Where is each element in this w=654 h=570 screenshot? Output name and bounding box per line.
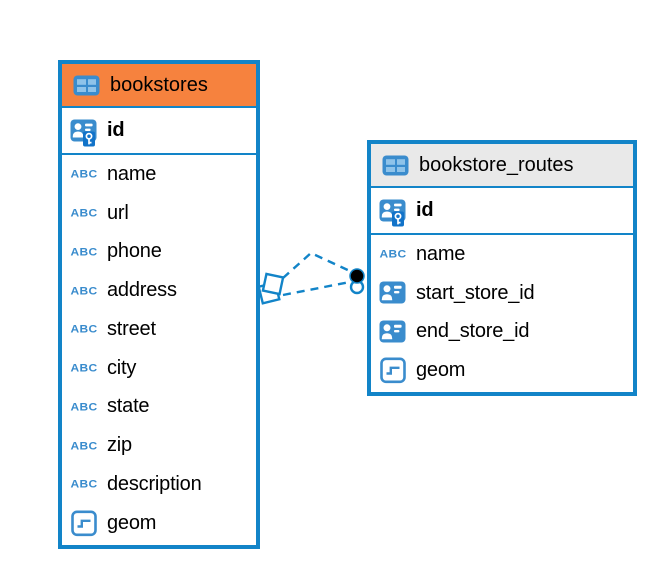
column-row[interactable]: ABC zip (62, 426, 256, 465)
column-label: address (107, 279, 177, 302)
text-type-icon: ABC (70, 322, 98, 336)
column-row[interactable]: ABC description (62, 465, 256, 504)
column-label: state (107, 395, 150, 418)
column-label: phone (107, 240, 162, 263)
column-row[interactable]: ABC phone (62, 233, 256, 272)
column-label: city (107, 356, 137, 379)
reference-type-icon (378, 281, 408, 305)
column-label: name (107, 162, 157, 185)
entity-bookstore-routes[interactable]: bookstore_routes id ABC name start_store_i… (367, 140, 637, 396)
column-row[interactable]: ABC url (62, 194, 256, 233)
column-row[interactable]: start_store_id (371, 274, 633, 313)
column-label: end_store_id (416, 320, 530, 343)
table-header-bookstore-routes[interactable]: bookstore_routes (371, 144, 633, 188)
column-row[interactable]: id (371, 188, 633, 233)
column-label: id (107, 119, 125, 141)
diamond-marker (257, 272, 285, 305)
text-type-icon: ABC (70, 361, 98, 375)
text-type-icon: ABC (70, 400, 98, 414)
column-row[interactable]: id (62, 108, 256, 153)
column-label: zip (107, 434, 132, 457)
relationship-line-lower[interactable] (282, 280, 351, 297)
text-type-icon: ABC (70, 167, 98, 181)
table-title: bookstore_routes (419, 153, 574, 176)
dot-end-marker (349, 268, 365, 284)
column-label: name (416, 242, 466, 265)
column-label: street (107, 317, 156, 340)
column-row[interactable]: ABC state (62, 388, 256, 427)
table-icon (380, 155, 410, 176)
column-label: geom (416, 359, 466, 382)
table-icon (71, 75, 101, 96)
column-row[interactable]: ABC name (62, 155, 256, 194)
text-type-icon: ABC (70, 477, 98, 491)
column-row[interactable]: ABC address (62, 271, 256, 310)
table-header-bookstores[interactable]: bookstores (62, 64, 256, 108)
primary-key-icon (69, 113, 99, 149)
table-title: bookstores (110, 73, 208, 96)
column-label: id (416, 199, 434, 221)
column-label: description (107, 472, 202, 495)
column-row[interactable]: geom (371, 351, 633, 390)
reference-type-icon (378, 320, 408, 344)
key-columns-section: id (371, 188, 633, 235)
relationship-line-upper[interactable] (282, 251, 353, 279)
column-label: start_store_id (416, 281, 535, 304)
column-row[interactable]: end_store_id (371, 313, 633, 352)
key-columns-section: id (62, 108, 256, 155)
text-type-icon: ABC (70, 245, 98, 259)
text-type-icon: ABC (70, 284, 98, 298)
geometry-type-icon (69, 510, 99, 537)
column-label: url (107, 201, 129, 224)
column-row[interactable]: ABC street (62, 310, 256, 349)
column-row[interactable]: geom (62, 504, 256, 543)
text-type-icon: ABC (379, 247, 407, 261)
text-type-icon: ABC (70, 206, 98, 220)
geometry-type-icon (378, 357, 408, 384)
column-row[interactable]: ABC name (371, 235, 633, 274)
primary-key-icon (378, 193, 408, 229)
text-type-icon: ABC (70, 439, 98, 453)
column-row[interactable]: ABC city (62, 349, 256, 388)
column-label: geom (107, 511, 157, 534)
